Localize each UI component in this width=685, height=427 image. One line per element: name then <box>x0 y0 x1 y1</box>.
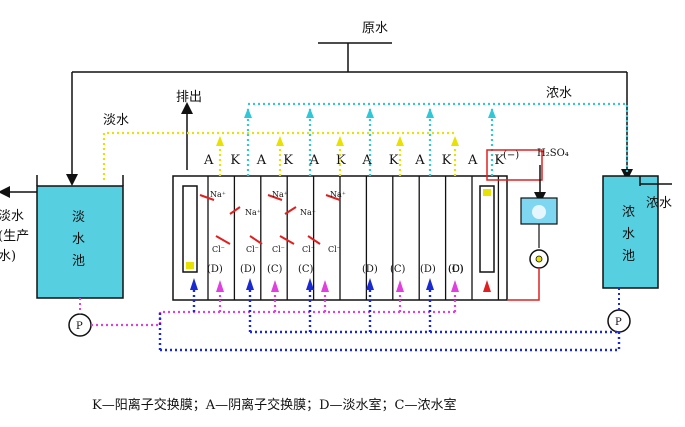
concentrate-tank-char-1: 浓 <box>622 205 635 220</box>
chamber-label-4: (C) <box>298 264 314 275</box>
anion-migration-arrow-4 <box>307 235 321 245</box>
concentrate-pump: P <box>607 309 631 333</box>
membrane-label-10: K <box>442 153 452 168</box>
power-sign: (−) <box>503 150 519 161</box>
anion-migration-arrow-3 <box>279 235 295 245</box>
anion-migration-arrow-2 <box>249 235 263 245</box>
concentrate-pump-label: P <box>615 317 622 328</box>
ion-na-4: Na⁺ <box>300 208 316 217</box>
concentrate-feed-arrow-1 <box>190 278 198 290</box>
chamber-label-9: (D) <box>448 264 464 275</box>
chamber-label-5: (D) <box>362 264 378 275</box>
acid-pump-center <box>535 255 543 263</box>
cation-migration-arrow-3 <box>267 194 283 201</box>
anion-migration-arrow-1 <box>215 235 231 245</box>
acid-dosing-bubble <box>532 205 546 219</box>
ion-cl-3: Cl⁻ <box>272 245 285 254</box>
dilute-pump-label: P <box>76 321 83 332</box>
membrane-label-11: A <box>467 153 478 168</box>
ion-na-1: Na⁺ <box>210 190 226 199</box>
concentrate-feed-arrow-4 <box>366 278 374 290</box>
cation-migration-arrow-5 <box>325 194 341 201</box>
dilute-arrow-2 <box>276 136 284 146</box>
cathode-marker <box>186 262 194 269</box>
flow-lines-group <box>91 102 629 352</box>
dilute-arrow-1 <box>216 136 224 146</box>
concentrate-collection-line <box>248 102 629 175</box>
discharge-label: 排出 <box>176 90 202 105</box>
cathode-electrode <box>182 185 198 273</box>
chamber-label-8: (C) <box>448 264 464 275</box>
dilute-product-label-2: (生产 <box>0 229 29 244</box>
dilute-pump: P <box>68 313 92 337</box>
ion-cl-4: Cl⁻ <box>302 245 315 254</box>
membrane-label-9: A <box>414 153 425 168</box>
membrane-label-7: A <box>361 153 372 168</box>
concentrate-feed-arrow-5 <box>426 278 434 290</box>
membrane-label-1: A <box>203 153 214 168</box>
concentrate-tank-char-3: 池 <box>622 249 635 264</box>
dilute-product-label-3: 水) <box>0 249 16 264</box>
membrane-label-4: K <box>283 153 293 168</box>
ion-na-5: Na⁺ <box>330 190 346 199</box>
power-wire <box>486 149 543 181</box>
ion-cl-5: Cl⁻ <box>328 245 341 254</box>
dilute-collection-line <box>102 131 455 180</box>
membrane-label-3: A <box>256 153 267 168</box>
ion-cl-1: Cl⁻ <box>212 245 225 254</box>
membrane-label-5: A <box>309 153 320 168</box>
ion-na-3: Na⁺ <box>272 190 288 199</box>
concentrate-arrow-1 <box>244 108 252 118</box>
dilute-arrow-4 <box>396 136 404 146</box>
legend-text: K—阳离子交换膜；A—阴离子交换膜；D—淡水室；C—浓水室 <box>92 397 456 413</box>
membrane-group: AKAKAKAKAKAK <box>203 153 504 300</box>
membrane-label-2: K <box>230 153 240 168</box>
chamber-label-7: (D) <box>420 264 436 275</box>
dilute-arrow-3 <box>336 136 344 146</box>
dilute-feed-arrow-4 <box>396 280 404 292</box>
dilute-water-tank: 淡 水 池 <box>36 175 124 299</box>
concentrate-outlet-label: 浓水 <box>646 196 672 211</box>
ion-na-2: Na⁺ <box>245 208 261 217</box>
chamber-label-group: (D)(D)(C)(C)(D)(C)(D)(C)(D) <box>207 264 464 275</box>
concentrate-feed-line-lower <box>160 332 621 352</box>
dilute-feed-arrow-2 <box>271 280 279 292</box>
chamber-label-3: (C) <box>267 264 283 275</box>
concentrate-arrow-5 <box>488 108 496 118</box>
concentrate-water-top-label: 浓水 <box>546 86 572 101</box>
membrane-label-8: K <box>389 153 399 168</box>
concentrate-water-tank: 浓 水 池 <box>602 175 659 289</box>
concentrate-arrow-2 <box>306 108 314 118</box>
cation-migration-arrow-4 <box>284 206 297 215</box>
dilute-feed-line <box>91 310 455 327</box>
chamber-label-1: (D) <box>207 264 223 275</box>
dilute-feed-arrow-5 <box>451 280 459 292</box>
concentrate-feed-arrow-2 <box>246 278 254 290</box>
chamber-label-2: (D) <box>240 264 256 275</box>
dilute-tank-char-1: 淡 <box>72 210 85 225</box>
dilute-arrow-5 <box>451 136 459 146</box>
cation-migration-arrow-1 <box>199 194 215 201</box>
dilute-feed-arrow-3 <box>321 280 329 292</box>
acid-label: H₂SO₄ <box>537 148 569 159</box>
dilute-product-label-1: 淡水 <box>0 209 24 224</box>
dilute-tank-char-2: 水 <box>72 232 85 247</box>
chamber-label-6: (C) <box>390 264 406 275</box>
anode-marker <box>483 189 491 196</box>
dilute-tank-char-3: 池 <box>72 254 85 269</box>
acid-return <box>507 268 540 301</box>
cation-migration-arrow-2 <box>229 206 241 215</box>
concentrate-tank-char-2: 水 <box>622 227 635 242</box>
concentrate-arrow-4 <box>426 108 434 118</box>
concentrate-arrow-3 <box>366 108 374 118</box>
ion-cl-2: Cl⁻ <box>246 245 259 254</box>
dilute-water-top-label: 淡水 <box>103 113 129 128</box>
dilute-feed-arrow-1 <box>216 280 224 292</box>
raw-water-label: 原水 <box>362 21 388 36</box>
anode-feed-arrow <box>483 280 491 292</box>
concentrate-feed-arrow-3 <box>306 278 314 290</box>
membrane-label-12: K <box>494 153 504 168</box>
anode-electrode <box>479 185 495 273</box>
